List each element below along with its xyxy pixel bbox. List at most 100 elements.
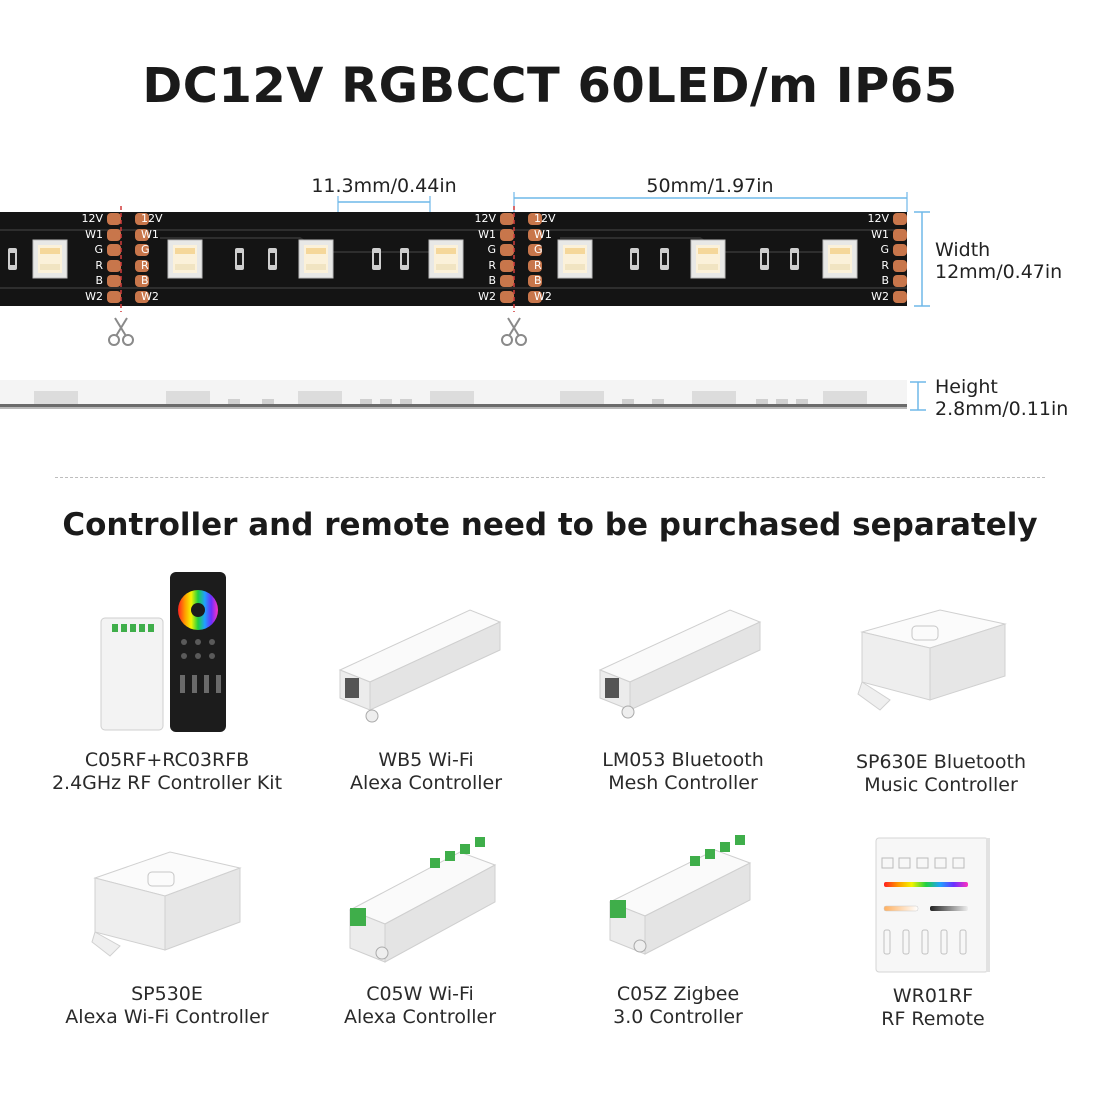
- product-label-c05rf-kit: C05RF+RC03RFB 2.4GHz RF Controller Kit: [17, 749, 317, 795]
- profile-resistor: [228, 399, 240, 404]
- product-image-c05w: [348, 837, 497, 963]
- height-value: 2.8mm/0.11in: [935, 398, 1069, 420]
- pad-label: W1: [478, 228, 496, 241]
- pad-label: W2: [85, 290, 103, 303]
- section-divider: [55, 477, 1045, 478]
- led-chip: [32, 239, 68, 279]
- profile-led: [298, 391, 342, 404]
- cut-length-dimension-label: 50mm/1.97in: [646, 175, 774, 197]
- solder-pad: [135, 275, 149, 287]
- product-label-lm053: LM053 Bluetooth Mesh Controller: [533, 749, 833, 795]
- pad-label: 12V: [81, 212, 103, 225]
- solder-pad: [528, 275, 542, 287]
- resistor: [235, 248, 244, 270]
- product-label-c05w: C05W Wi-Fi Alexa Controller: [270, 983, 570, 1029]
- product-name: C05W Wi-Fi: [366, 983, 474, 1005]
- pad-label: R: [534, 259, 542, 272]
- profile-led: [430, 391, 474, 404]
- product-description: Alexa Controller: [343, 1006, 497, 1028]
- product-description: Mesh Controller: [608, 772, 758, 794]
- product-image-wr01rf: [875, 837, 990, 973]
- product-name: WB5 Wi-Fi: [378, 749, 474, 771]
- product-label-wr01rf: WR01RF RF Remote: [783, 985, 1083, 1031]
- product-image-c05z: [608, 835, 752, 955]
- product-name: SP530E: [131, 983, 203, 1005]
- scissors-icon: [501, 317, 527, 346]
- profile-led: [823, 391, 867, 404]
- profile-resistor: [360, 399, 372, 404]
- pad-label: W2: [478, 290, 496, 303]
- product-description: 2.4GHz RF Controller Kit: [51, 772, 283, 794]
- product-name: WR01RF: [892, 985, 974, 1007]
- solder-pad: [500, 260, 514, 272]
- profile-resistor: [262, 399, 274, 404]
- strip-side-profile: [0, 380, 907, 409]
- resistor: [630, 248, 639, 270]
- product-label-sp530e: SP530E Alexa Wi-Fi Controller: [17, 983, 317, 1029]
- strip-diagram: 12VW1GRBW212VW1GRBW212VW1GRBW212VW1GRBW2…: [0, 192, 930, 411]
- profile-resistor: [756, 399, 768, 404]
- solder-pad: [500, 244, 514, 256]
- led-chip: [428, 239, 464, 279]
- solder-pad: [528, 244, 542, 256]
- pad-label: B: [881, 274, 889, 287]
- product-description: Alexa Controller: [349, 772, 503, 794]
- solder-pad: [107, 229, 121, 241]
- solder-pad: [135, 229, 149, 241]
- solder-pad: [893, 229, 907, 241]
- solder-pad: [107, 244, 121, 256]
- solder-pad: [893, 213, 907, 225]
- pad-label: W2: [141, 290, 159, 303]
- pad-label: G: [141, 243, 150, 256]
- solder-pad: [893, 260, 907, 272]
- led-chip: [557, 239, 593, 279]
- pad-label: R: [95, 259, 103, 272]
- pad-label: W1: [871, 228, 889, 241]
- profile-resistor: [796, 399, 808, 404]
- solder-pad: [893, 244, 907, 256]
- solder-pad: [107, 213, 121, 225]
- solder-pad: [135, 244, 149, 256]
- pitch-dimension-label: 11.3mm/0.44in: [311, 175, 457, 197]
- purchase-notice: Controller and remote need to be purchas…: [62, 507, 1038, 543]
- profile-led: [560, 391, 604, 404]
- pad-label: W2: [534, 290, 552, 303]
- page-title: DC12V RGBCCT 60LED/m IP65: [142, 58, 958, 114]
- resistor: [372, 248, 381, 270]
- product-description: Alexa Wi-Fi Controller: [65, 1006, 269, 1028]
- product-description: RF Remote: [881, 1008, 985, 1030]
- width-dimension: [914, 211, 930, 307]
- product-image-sp630e: [857, 609, 1007, 711]
- solder-pad: [528, 229, 542, 241]
- profile-led: [692, 391, 736, 404]
- pad-label: W2: [871, 290, 889, 303]
- product-name: C05Z Zigbee: [616, 983, 740, 1005]
- pad-label: G: [487, 243, 496, 256]
- solder-pad: [528, 260, 542, 272]
- pad-label: R: [488, 259, 496, 272]
- pad-label: B: [534, 274, 542, 287]
- pad-label: W1: [141, 228, 159, 241]
- profile-led: [34, 391, 78, 404]
- profile-resistor: [400, 399, 412, 404]
- pad-label: B: [488, 274, 496, 287]
- profile-resistor: [652, 399, 664, 404]
- product-image-sp530e: [91, 851, 242, 957]
- product-label-wb5: WB5 Wi-Fi Alexa Controller: [276, 749, 576, 795]
- product-label-sp630e: SP630E Bluetooth Music Controller: [791, 751, 1091, 797]
- product-images: [91, 572, 1007, 973]
- pad-label: B: [95, 274, 103, 287]
- led-chip: [690, 239, 726, 279]
- pad-label: 12V: [474, 212, 496, 225]
- width-value: 12mm/0.47in: [935, 261, 1063, 283]
- profile-resistor: [622, 399, 634, 404]
- scissors-icon: [108, 317, 134, 346]
- solder-pad: [135, 291, 149, 303]
- led-chip: [167, 239, 203, 279]
- resistor: [8, 248, 17, 270]
- resistor: [660, 248, 669, 270]
- solder-pad: [500, 291, 514, 303]
- pad-label: W1: [534, 228, 552, 241]
- pad-label: G: [880, 243, 889, 256]
- solder-pad: [500, 275, 514, 287]
